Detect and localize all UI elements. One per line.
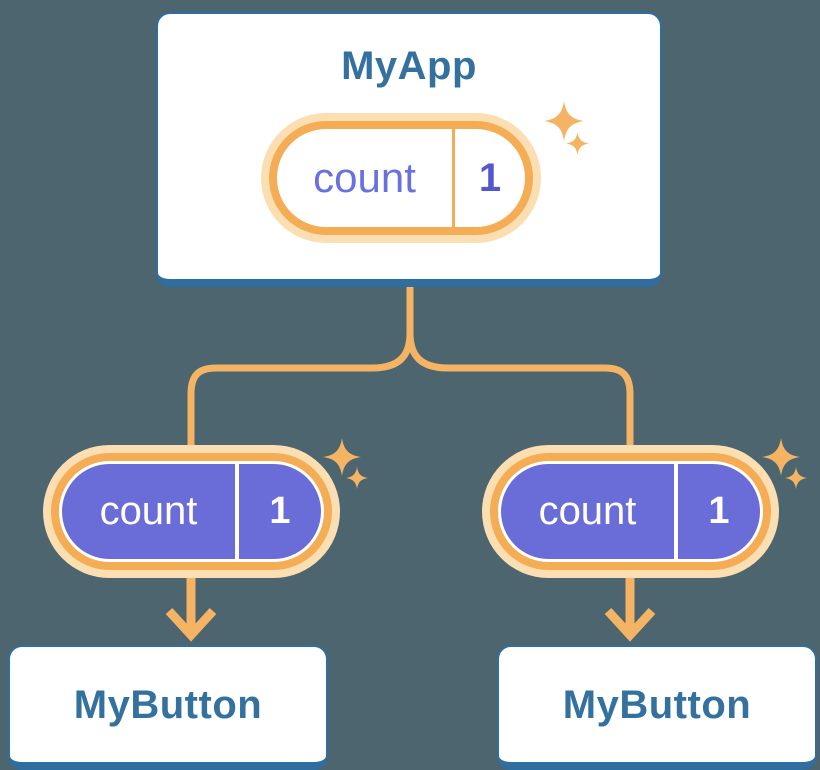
pill-body: count 1 [277, 129, 525, 227]
prop-name: count [99, 489, 198, 533]
sparkle-icon-small [785, 467, 807, 489]
child-component-card-right: MyButton [497, 645, 817, 770]
root-state-pill: count 1 [261, 101, 589, 243]
connector-branch-left [187, 332, 414, 446]
sparkle-icon-small [566, 132, 589, 155]
prop-value: 1 [708, 490, 730, 532]
connector-branch-right [406, 332, 634, 446]
sparkle-icon-small [346, 467, 368, 489]
state-value: 1 [478, 155, 502, 200]
arrow-down-icon [604, 577, 656, 642]
child-prop-pill-left: count 1 [43, 438, 368, 578]
pill-halo: count 1 [43, 445, 340, 578]
pill-halo: count 1 [261, 113, 541, 243]
child-component-title: MyButton [562, 682, 752, 727]
pill-ring: count 1 [490, 453, 771, 570]
root-component-title: MyApp [341, 44, 477, 88]
arrow-down-icon [165, 577, 217, 642]
sparkle-icon-large [323, 438, 361, 476]
prop-name: count [538, 489, 637, 533]
pill-ring: count 1 [269, 121, 533, 235]
prop-value: 1 [269, 490, 291, 532]
state-name: count [313, 154, 416, 201]
pill-ring: count 1 [51, 453, 332, 570]
pill-divider [452, 129, 455, 227]
pill-divider [235, 464, 239, 559]
sparkle-icon-large [544, 101, 584, 141]
pill-halo: count 1 [482, 445, 779, 578]
child-component-card-left: MyButton [8, 645, 328, 770]
child-component-title: MyButton [73, 682, 263, 727]
sparkle-icon-large [762, 438, 800, 476]
pill-body: count 1 [498, 461, 763, 562]
pill-divider [674, 464, 678, 559]
pill-body: count 1 [59, 461, 324, 562]
pill-purple-fill: count 1 [62, 464, 321, 559]
pill-purple-fill: count 1 [501, 464, 760, 559]
child-prop-pill-right: count 1 [482, 438, 807, 578]
